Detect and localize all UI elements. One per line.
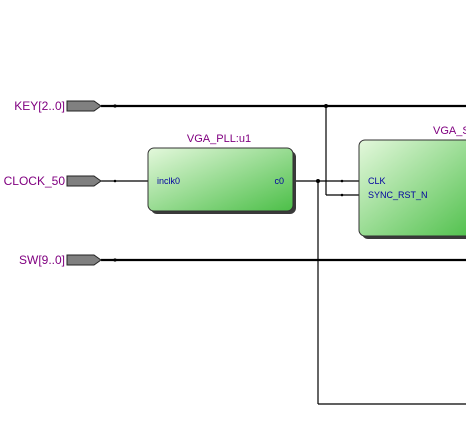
pll-instance-label: VGA_PLL:u1: [187, 133, 251, 145]
port-clock[interactable]: CLOCK_50: [4, 174, 102, 188]
port-sw[interactable]: SW[9..0]: [19, 253, 102, 267]
port-key-label: KEY[2..0]: [14, 99, 65, 113]
junction-dot: [113, 179, 117, 183]
pll-pin-inclk0: inclk0: [157, 176, 180, 186]
pll-pin-c0: c0: [274, 176, 284, 186]
junction-dot: [340, 193, 344, 197]
vga-instance-label: VGA_S: [433, 125, 466, 137]
pll-block-body[interactable]: [147, 147, 294, 212]
port-clock-label: CLOCK_50: [4, 174, 66, 188]
junction-dot: [113, 258, 117, 262]
wires: [101, 104, 466, 405]
pll-block[interactable]: VGA_PLL:u1 inclk0 c0: [147, 133, 296, 214]
port-key[interactable]: KEY[2..0]: [14, 99, 102, 113]
vga-block[interactable]: VGA_S CLK SYNC_RST_N: [358, 125, 466, 239]
junction-dot: [113, 104, 117, 108]
junction-dot: [324, 104, 328, 108]
junction-dot: [340, 179, 344, 183]
vga-pin-clk: CLK: [368, 176, 386, 186]
vga-block-body[interactable]: [358, 139, 466, 237]
junction-dot: [316, 179, 320, 183]
vga-pin-sync-rst-n: SYNC_RST_N: [368, 190, 428, 200]
port-sw-label: SW[9..0]: [19, 253, 65, 267]
port-sw-symbol[interactable]: [66, 254, 102, 266]
port-key-symbol[interactable]: [66, 100, 102, 112]
port-clock-symbol[interactable]: [66, 175, 102, 187]
